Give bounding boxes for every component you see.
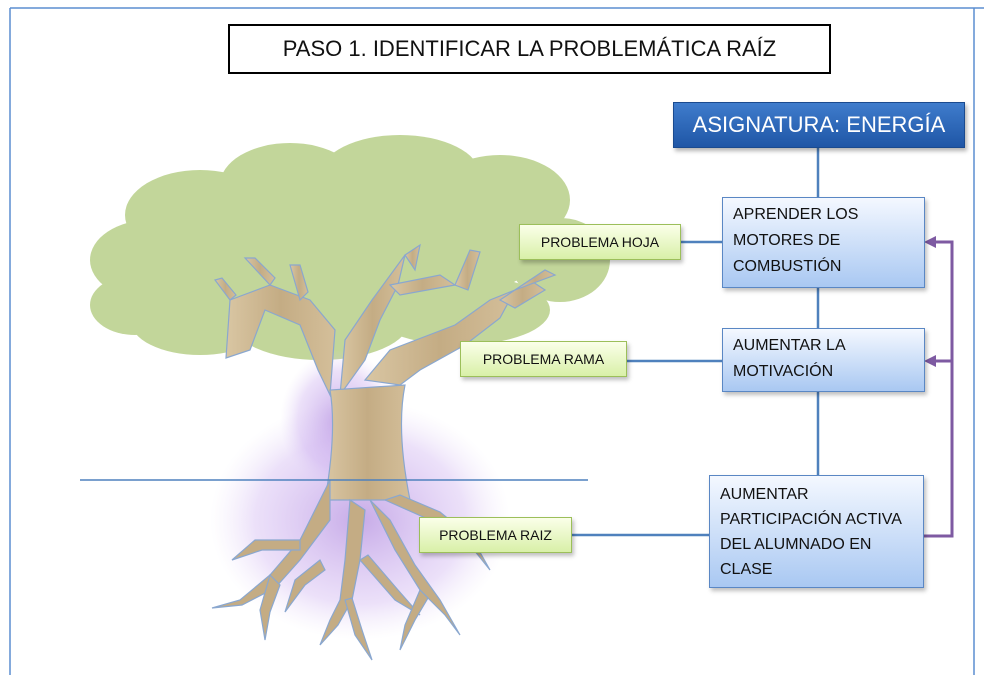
tree-trunk — [213, 243, 557, 501]
feedback-arrows — [924, 240, 954, 538]
problem-leaf-label: PROBLEMA HOJA — [519, 224, 681, 260]
problem-root-label: PROBLEMA RAIZ — [419, 517, 572, 553]
arrow-to-goal-2 — [924, 355, 936, 367]
problem-branch-label: PROBLEMA RAMA — [460, 341, 627, 377]
connectors — [572, 148, 820, 537]
goal-box-2: AUMENTAR LA MOTIVACIÓN — [722, 328, 925, 392]
arrowheads — [924, 236, 936, 367]
goal-box-1: APRENDER LOS MOTORES DE COMBUSTIÓN — [722, 197, 925, 288]
subject-box: ASIGNATURA: ENERGÍA — [673, 102, 965, 148]
arrow-to-goal-1 — [924, 236, 936, 248]
goal-box-3: AUMENTAR PARTICIPACIÓN ACTIVA DEL ALUMNA… — [709, 475, 924, 588]
tree-roots — [211, 479, 491, 661]
page-title: PASO 1. IDENTIFICAR LA PROBLEMÁTICA RAÍZ — [228, 24, 831, 74]
